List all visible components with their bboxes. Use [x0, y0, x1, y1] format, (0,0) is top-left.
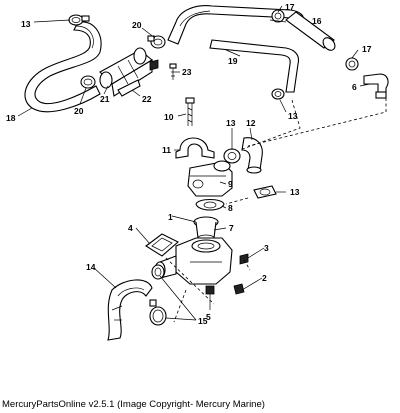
callout-23: 23 [182, 67, 192, 77]
hose-14 [107, 279, 153, 341]
callout-7: 7 [229, 223, 234, 233]
hose-clamp-13-top [68, 14, 90, 26]
callout-13-mid: 13 [288, 111, 298, 121]
callout-15: 15 [198, 316, 208, 326]
plug-3 [239, 253, 249, 265]
callout-22: 22 [142, 94, 152, 104]
callout-18: 18 [6, 113, 16, 123]
hose-18 [24, 21, 102, 113]
gasket-8 [195, 198, 225, 211]
thermostat-7 [193, 216, 219, 242]
callout-19: 19 [228, 56, 238, 66]
callout-3: 3 [264, 243, 269, 253]
hose-clamp-13-mid [271, 88, 285, 100]
heat-exchanger-21 [99, 47, 159, 97]
callout-13-top: 13 [21, 19, 31, 29]
hose-16 [285, 11, 336, 51]
gasket-13-upper [223, 148, 241, 164]
callout-labels: 13 20 17 16 17 6 19 23 18 20 21 22 10 13… [6, 2, 372, 326]
callout-13-right: 13 [290, 187, 300, 197]
hose-clamp-15-b [149, 299, 167, 326]
callout-9: 9 [228, 179, 233, 189]
elbow-12 [241, 137, 263, 174]
elbow-fitting-6 [363, 73, 389, 99]
hose-clamp-20-top [147, 35, 166, 49]
callout-10: 10 [164, 112, 174, 122]
callout-2: 2 [262, 273, 267, 283]
callout-21: 21 [100, 94, 110, 104]
hose-clamp-17-top [271, 9, 285, 23]
strap-11 [175, 137, 215, 159]
plug-5 [205, 285, 215, 295]
hose-clamp-17-right [345, 57, 359, 71]
gasket-13-right [253, 185, 277, 199]
hose-clamp-20-lower [80, 75, 96, 89]
bracket-22 [117, 79, 141, 97]
callout-6: 6 [352, 82, 357, 92]
callout-13-upper: 13 [226, 118, 236, 128]
callout-17-top: 17 [285, 2, 295, 12]
hose-clamp-15-a [151, 264, 165, 280]
bolt-10 [185, 97, 195, 126]
dashed-routing-lines [165, 98, 387, 323]
callout-14: 14 [86, 262, 96, 272]
callout-20-lower: 20 [74, 106, 84, 116]
gasket-4 [145, 233, 179, 257]
leader-lines [17, 5, 371, 321]
callout-16: 16 [312, 16, 322, 26]
exploded-parts-diagram: 13 20 17 16 17 6 19 23 18 20 21 22 10 13… [6, 2, 389, 341]
screw-23 [169, 63, 177, 80]
callout-4: 4 [128, 223, 133, 233]
callout-5: 5 [206, 312, 211, 322]
callout-17-right: 17 [362, 44, 372, 54]
callout-1: 1 [168, 212, 173, 222]
callout-20-top: 20 [132, 20, 142, 30]
plug-2 [233, 283, 245, 295]
callout-11: 11 [162, 145, 171, 155]
callout-12: 12 [246, 118, 256, 128]
callout-8: 8 [228, 203, 233, 213]
copyright-footer: MercuryPartsOnline v2.5.1 (Image Copyrig… [2, 399, 265, 410]
thermostat-housing-9 [187, 160, 233, 197]
